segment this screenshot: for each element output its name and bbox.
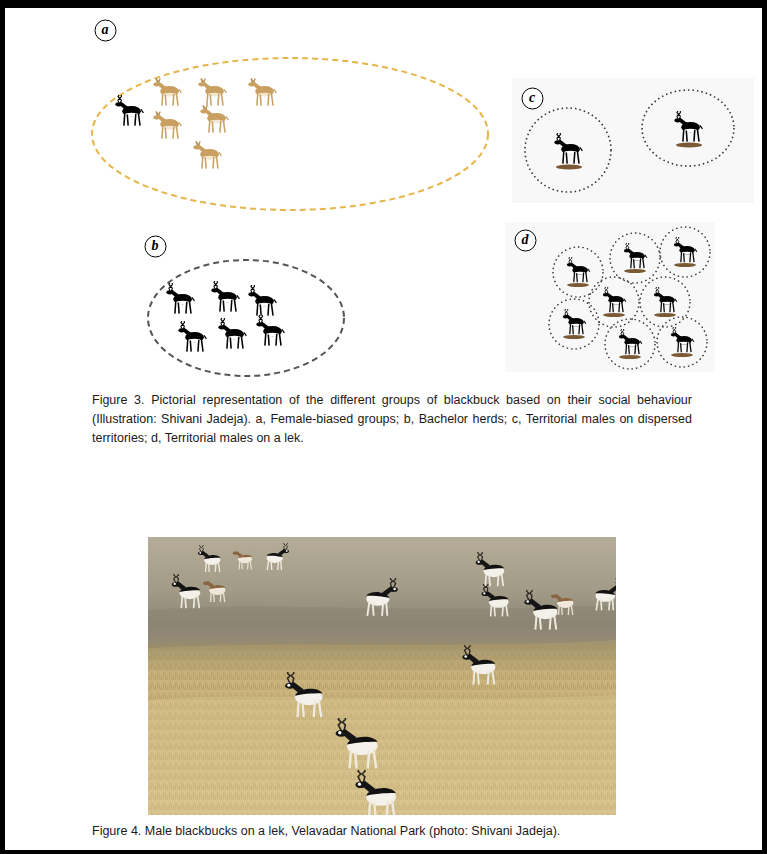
letter-ring-outline (515, 230, 536, 251)
blackbuck-male (115, 95, 143, 126)
blackbuck-male (267, 542, 290, 571)
blackbuck-male (554, 133, 582, 164)
panel-letter: b (152, 239, 159, 253)
panel-ground (505, 222, 715, 372)
blackbuck-male (674, 237, 697, 262)
blackbuck-male (462, 643, 495, 685)
panel-letter: a (102, 23, 109, 37)
ground-patch (556, 165, 582, 170)
blackbuck-male (172, 572, 201, 608)
territory-circle (553, 247, 603, 297)
territory-circle (640, 277, 690, 327)
letter-ring-outline (522, 88, 543, 109)
blackbuck-male (671, 327, 694, 352)
figure-caption: Figure 4. Male blackbucks on a lek, Vela… (92, 822, 692, 841)
figure-caption: Figure 3. Pictorial representation of th… (92, 391, 692, 448)
blackbuck-male (166, 283, 194, 314)
blackbuck-female (203, 581, 226, 602)
blackbuck-male (595, 576, 616, 610)
blackbuck-male (619, 329, 642, 354)
blackbuck-female (198, 78, 226, 105)
blackbuck-male (248, 285, 276, 316)
territory-circle (525, 108, 611, 192)
blackbuck-male (336, 715, 378, 768)
panel-letter: c (529, 91, 535, 105)
photo-ground (148, 537, 616, 815)
letter-ring-outline (145, 236, 166, 257)
bachelor-herd-ellipse (148, 260, 344, 376)
female-group-ellipse (92, 58, 488, 210)
lek-territories (549, 227, 710, 369)
blackbuck-female (200, 105, 228, 132)
panel-ground (512, 78, 754, 203)
blackbuck-female (551, 594, 574, 615)
blackbuck-male (563, 309, 586, 334)
panel-letter: d (522, 233, 529, 247)
ground-patch (603, 313, 625, 317)
blackbuck-male (482, 582, 509, 616)
territory-circle (642, 90, 734, 166)
blackbuck-male (366, 576, 398, 616)
ground-patch (619, 355, 641, 359)
panel-letter-circle: c (521, 87, 544, 110)
blackbuck-male (476, 550, 505, 586)
ground-patch (671, 353, 693, 357)
territory-circle (610, 233, 660, 283)
blackbuck-male (624, 243, 647, 268)
ground-patch (624, 269, 646, 273)
letter-ring-outline (95, 20, 116, 41)
blackbuck-male (524, 588, 557, 630)
blackbuck-male (567, 257, 590, 282)
panel-letter-circle: a (94, 19, 117, 42)
blackbuck-male (654, 287, 677, 312)
blackbuck-male (178, 321, 206, 352)
territory-circle (589, 277, 639, 327)
blackbuck-female (233, 551, 253, 569)
ground-patch (654, 313, 676, 317)
panel-letter-circle: b (144, 235, 167, 258)
blackbuck-female (193, 141, 221, 168)
lek-photo (148, 537, 616, 815)
blackbuck-female (248, 78, 276, 105)
ground-patch (567, 283, 589, 287)
ground-patch (563, 335, 585, 339)
ground-patch (676, 143, 702, 148)
blackbuck-male (285, 670, 323, 718)
page-ground (5, 8, 762, 850)
ground-patch (674, 263, 696, 267)
territory-circle (605, 319, 655, 369)
panel-letter-circle: d (514, 229, 537, 252)
blackbuck-male (256, 315, 284, 346)
blackbuck-male (603, 287, 626, 312)
territory-circle (549, 299, 599, 349)
blackbuck-female (153, 78, 181, 105)
territory-circle (660, 227, 710, 277)
blackbuck-male (198, 544, 221, 573)
blackbuck-male (211, 281, 239, 312)
blackbuck-male (674, 111, 702, 142)
territory-circle (657, 317, 707, 367)
blackbuck-female (153, 111, 181, 138)
blackbuck-male (218, 318, 246, 349)
blackbuck-male (355, 767, 396, 815)
